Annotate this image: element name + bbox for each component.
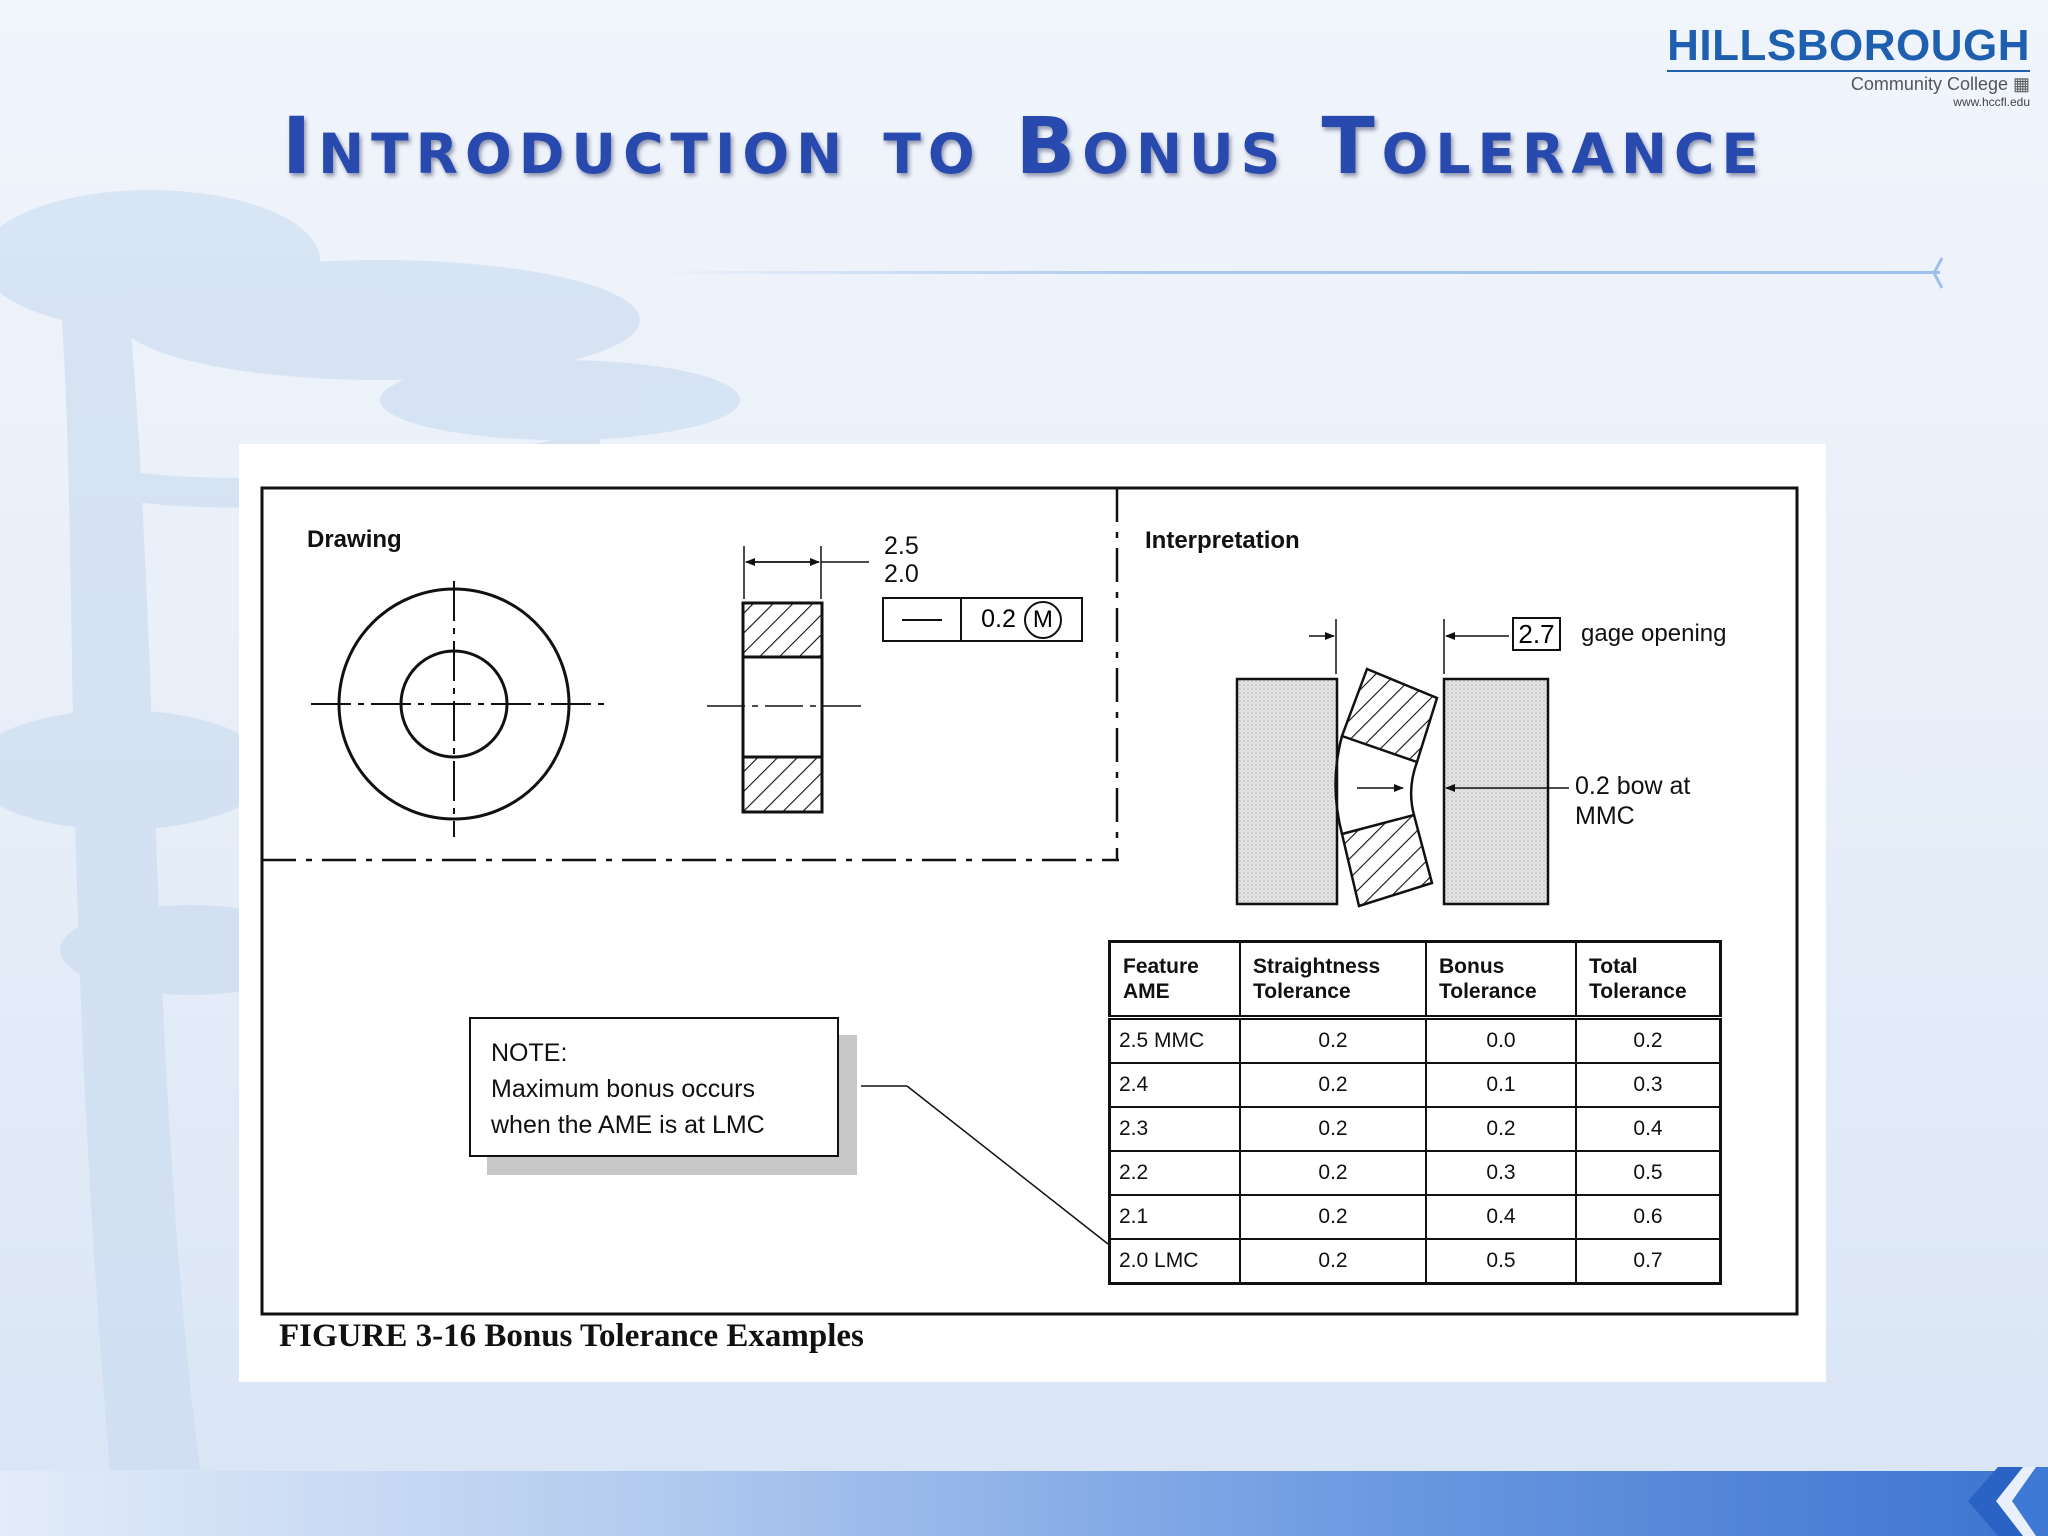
interpretation-label: Interpretation <box>1145 527 1300 554</box>
table-cell: 0.5 <box>1425 1238 1577 1285</box>
mmc-modifier-icon: M <box>1023 600 1062 639</box>
bow-label-line2: MMC <box>1575 802 1635 830</box>
table-row: 2.2 0.2 0.3 0.5 <box>1108 1150 1722 1196</box>
washer-side-view <box>707 546 869 814</box>
table-cell: 2.0 LMC <box>1108 1238 1241 1285</box>
logo-url: www.hccfl.edu <box>1953 95 2030 109</box>
logo-rule <box>1667 70 2030 72</box>
table-cell: 0.1 <box>1425 1062 1577 1108</box>
table-cell: 0.2 <box>1239 1016 1427 1064</box>
logo-subtitle: Community College ▦ <box>1850 74 2030 94</box>
figure-card: Drawing Interpretation 2.5 2.0 0.2 M 2.7… <box>239 444 1826 1382</box>
table-cell: 0.5 <box>1575 1150 1722 1196</box>
table-cell: 0.2 <box>1239 1238 1427 1285</box>
table-cell: 0.2 <box>1239 1106 1427 1152</box>
bowed-part <box>1334 667 1439 908</box>
straightness-symbol <box>884 599 962 640</box>
table-cell: 0.2 <box>1239 1150 1427 1196</box>
table-row: 2.3 0.2 0.2 0.4 <box>1108 1106 1722 1152</box>
table-cell: 0.4 <box>1425 1194 1577 1240</box>
table-cell: 2.2 <box>1108 1150 1241 1196</box>
table-row: 2.0 LMC 0.2 0.5 0.7 <box>1108 1238 1722 1285</box>
note-leader-diagonal <box>906 1085 1109 1245</box>
note-line2: when the AME is at LMC <box>491 1111 765 1139</box>
chevron-decoration-icon <box>1968 1467 2048 1536</box>
gage-opening-label: gage opening <box>1581 620 1727 647</box>
note-heading: NOTE: <box>491 1039 568 1067</box>
logo-name: HILLSBOROUGH <box>1667 21 2030 70</box>
table-row: 2.1 0.2 0.4 0.6 <box>1108 1194 1722 1240</box>
table-cell: 2.5 MMC <box>1108 1016 1241 1064</box>
table-cell: 0.2 <box>1575 1016 1722 1064</box>
table-cell: 2.4 <box>1108 1062 1241 1108</box>
table-cell: 0.0 <box>1425 1016 1577 1064</box>
title-divider <box>650 271 1940 274</box>
figure-frame <box>260 486 1799 1316</box>
bottom-band <box>0 1471 2048 1536</box>
title-rule-end-icon <box>1932 257 1944 289</box>
gage-blocks <box>1235 677 1550 906</box>
table-row: 2.5 MMC 0.2 0.0 0.2 <box>1108 1016 1722 1064</box>
bow-label-line1: 0.2 bow at <box>1575 772 1691 800</box>
note-line1: Maximum bonus occurs <box>491 1075 755 1103</box>
gage-opening-value: 2.7 <box>1512 617 1561 651</box>
figure-caption: FIGURE 3-16 Bonus Tolerance Examples <box>279 1318 864 1354</box>
table-row: 2.4 0.2 0.1 0.3 <box>1108 1062 1722 1108</box>
table-cell: 0.2 <box>1425 1106 1577 1152</box>
table-cell: 0.4 <box>1575 1106 1722 1152</box>
table-cell: 0.3 <box>1575 1062 1722 1108</box>
dimension-upper: 2.5 <box>884 532 919 560</box>
fcf-tolerance-value: 0.2 <box>981 605 1016 633</box>
washer-front-view <box>311 581 605 837</box>
table-cell: 0.2 <box>1239 1194 1427 1240</box>
table-cell: 0.7 <box>1575 1238 1722 1285</box>
table-cell: 0.3 <box>1425 1150 1577 1196</box>
drawing-label: Drawing <box>307 526 402 553</box>
feature-control-frame: 0.2 M <box>882 597 1083 642</box>
college-logo: HILLSBOROUGH Community College ▦ www.hcc… <box>1667 24 2030 110</box>
table-cell: 0.2 <box>1239 1062 1427 1108</box>
table-cell: 2.1 <box>1108 1194 1241 1240</box>
table-cell: 0.6 <box>1575 1194 1722 1240</box>
dimension-lower: 2.0 <box>884 560 919 588</box>
note-box: NOTE: Maximum bonus occurs when the AME … <box>469 1017 839 1157</box>
figure-diagram <box>260 486 1799 1316</box>
gage-opening-dimension <box>1309 619 1509 674</box>
slide-title: Introduction to Bonus Tolerance <box>282 102 1766 192</box>
table-cell: 2.3 <box>1108 1106 1241 1152</box>
